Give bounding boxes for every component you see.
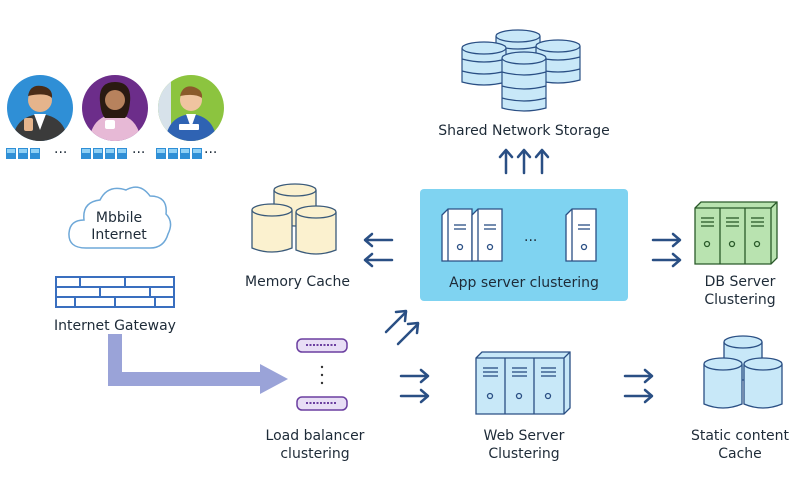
app-server-1 [441, 208, 473, 262]
diagonal-arrows-icon [384, 309, 420, 346]
right-arrows-icon [651, 232, 682, 268]
shared-network-storage [458, 28, 586, 118]
memory-cache-icon [251, 183, 337, 255]
device-ellipsis-1: ··· [54, 145, 68, 161]
lb-to-web-arrows [398, 368, 432, 404]
static-content-cache [700, 334, 790, 418]
load-balancer [292, 335, 352, 415]
internet-gateway [55, 276, 175, 308]
shared-storage-label: Shared Network Storage [438, 123, 610, 139]
device-row-2 [81, 148, 127, 159]
cloud-label-line1: Mbbile [95, 210, 143, 226]
web-to-static-arrows [622, 368, 656, 404]
load-balancer-label-line2: clustering [280, 446, 350, 462]
static-cache-label-line1: Static content [690, 428, 790, 444]
app-server-3 [565, 208, 597, 262]
app-server-label: App server clustering [449, 275, 599, 291]
app-servers [438, 203, 613, 269]
firewall-icon [55, 276, 175, 308]
web-server-label-line2: Clustering [488, 446, 560, 462]
users-group [4, 70, 229, 165]
pipe-arrow-icon [108, 334, 288, 394]
db-server-icon [694, 201, 778, 265]
memory-cache [248, 182, 343, 264]
user-avatar-2 [82, 75, 148, 141]
device-row-1 [6, 148, 40, 159]
web-server-cluster [474, 350, 574, 416]
user-avatar-3 [158, 75, 224, 141]
load-balancer-icon [296, 338, 348, 411]
device-row-3 [156, 148, 202, 159]
db-server-cluster [693, 200, 783, 266]
load-balancer-label-line1: Load balancer [265, 428, 365, 444]
app-server-ellipsis: ··· [524, 233, 538, 249]
left-arrows-icon [363, 232, 394, 268]
app-to-storage-arrows [495, 146, 555, 176]
static-cache-label-line2: Cache [718, 446, 762, 462]
app-to-memory-arrows [362, 232, 396, 268]
app-server-2 [471, 208, 503, 262]
up-arrows-icon [498, 148, 550, 175]
db-server-label-line1: DB Server [704, 274, 776, 290]
right-arrows-icon [623, 368, 654, 404]
db-server-label-line2: Clustering [704, 292, 776, 308]
device-ellipsis-2: ··· [132, 145, 146, 161]
right-arrows-icon [399, 368, 430, 404]
web-server-label-line1: Web Server [483, 428, 565, 444]
cloud-label-line2: Internet [91, 227, 147, 243]
mobile-internet-cloud [64, 178, 174, 260]
gateway-label: Internet Gateway [54, 318, 176, 334]
memory-cache-label: Memory Cache [245, 274, 350, 290]
storage-icon [461, 29, 581, 112]
device-ellipsis-3: ··· [204, 145, 218, 161]
app-server-icons [441, 208, 597, 262]
lb-to-app-arrows [382, 306, 424, 348]
cloud-icon [68, 186, 172, 249]
web-server-icon [475, 351, 571, 415]
static-cache-icon [703, 335, 783, 409]
app-to-db-arrows [650, 232, 684, 268]
user-avatars [6, 75, 224, 159]
gateway-to-lb-connector [100, 334, 300, 400]
user-avatar-1 [7, 75, 73, 141]
